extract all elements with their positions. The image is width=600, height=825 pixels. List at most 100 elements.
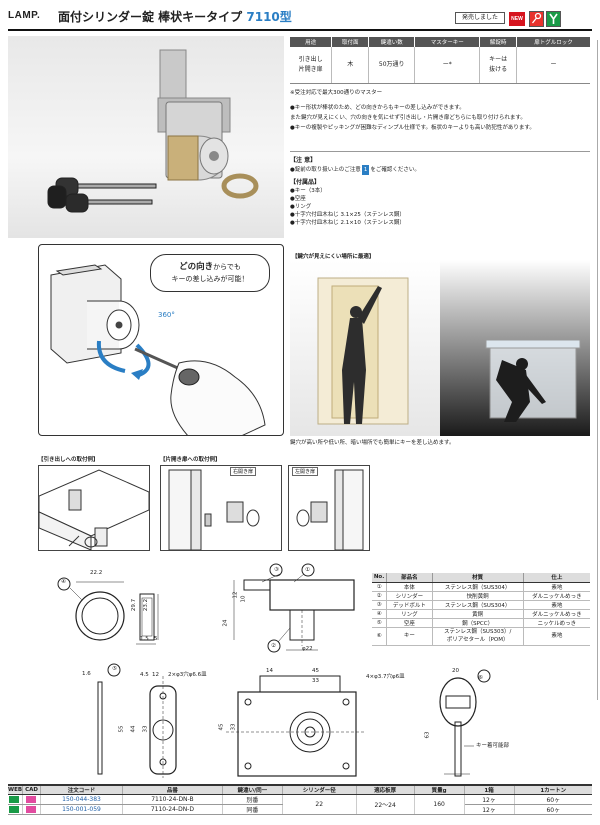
right-door-tag: 右開き扉 (230, 467, 257, 476)
hard-to-see-label: 【鍵穴が見えにくい場所に最適】 (290, 252, 377, 260)
new-badge: NEW (509, 12, 525, 26)
dim-ring-inner: 23.2 (143, 598, 150, 612)
parts-table: No. 部品名 材質 仕上 ① 本体 ステンレス鋼（SUS304） 素地 ② シ… (372, 573, 590, 646)
hard-to-see-caption: 鍵穴が高い所や低い所、暗い場所でも簡単にキーを差し込めます。 (290, 440, 455, 446)
lower-drawings (70, 662, 580, 780)
y-mark-icon (546, 11, 561, 27)
release-status-button[interactable]: 発売しました (455, 12, 505, 24)
callout-4: ④ (61, 579, 66, 585)
parts-header: 部品名 (386, 573, 433, 583)
callout-5: ⑤ (112, 666, 117, 672)
order-header: 適応板厚 (356, 784, 415, 795)
dim-rosette-a: 4.5 (140, 672, 149, 678)
accessory-item: ●十字穴付皿木ねじ 2.1×10（ステンレス鋼） (290, 220, 405, 226)
bubble-bold: どの向き (179, 262, 214, 272)
cad-icon (25, 796, 36, 803)
order-header: 1カートン (514, 784, 592, 795)
brand-logo: LAMP. (8, 10, 41, 21)
parts-cell: ステンレス鋼（SUS304） (432, 582, 524, 592)
title-model: 7110型 (246, 10, 292, 24)
page-title: 面付シリンダー錠 棒状キータイプ 7110型 (58, 8, 292, 25)
parts-header: 仕上 (523, 573, 590, 583)
drawer-install-figure (38, 465, 150, 551)
order-header: 質量g (414, 784, 465, 795)
parts-header: No. (372, 573, 388, 583)
cylinder-dia: 22 (282, 794, 357, 815)
spec-header: 用途 (290, 37, 333, 47)
parts-cell: ダルニッケルめっき (523, 609, 590, 619)
spec-cell: 50万通り (368, 47, 416, 84)
key-type: 別番 (222, 794, 283, 805)
feature-line: また鍵穴が見えにくい、穴の向きを気にせず引き出し・片開き扉どちらにも取り付けられ… (290, 115, 526, 121)
part-number: 7110-24-DN-B (122, 794, 223, 805)
accessory-item: ●キー（3本） (290, 188, 326, 194)
order-header: 注文コード (40, 784, 123, 795)
parts-cell: ⑤ (372, 618, 388, 628)
web-link[interactable] (8, 794, 24, 805)
parts-cell: ③ (372, 600, 388, 610)
caution-text-post: をご確認ください。 (370, 167, 420, 173)
thickness: 22～24 (356, 794, 415, 815)
spec-header: マスターキー (414, 37, 481, 47)
box-qty: 12ヶ (464, 794, 515, 805)
dim-key-width: 20 (452, 668, 459, 674)
title-main: 面付シリンダー錠 棒状キータイプ (58, 10, 243, 24)
dim-plate-h2: 33 (230, 723, 237, 731)
web-link[interactable] (8, 804, 24, 815)
order-header: 品番 (122, 784, 223, 795)
web-icon (9, 796, 20, 803)
spec-cell: ー (516, 47, 590, 84)
spec-cell: キーは 抜ける (479, 47, 517, 84)
parts-cell: 快削黄銅 (432, 591, 524, 601)
bubble-rest: からでも (213, 263, 241, 271)
carton-qty: 60ヶ (514, 804, 592, 815)
parts-cell: 素地 (523, 600, 590, 610)
accessories-heading: 【付属品】 (290, 179, 321, 186)
dim-key-length: 63 (424, 731, 431, 739)
order-header: WEB (8, 784, 24, 795)
parts-cell: ① (372, 582, 388, 592)
table-row[interactable]: 150-044-383 7110-24-DN-B 別番 22 22～24 160… (8, 794, 592, 815)
cad-link[interactable] (22, 804, 42, 815)
parts-cell: 空座 (386, 618, 433, 628)
order-header: シリンダー径 (282, 784, 357, 795)
parts-cell: ニッケルめっき (523, 618, 590, 628)
table-row: ③ デッドボルト ステンレス鋼（SUS304） 素地 (372, 600, 590, 610)
dim-body-c: 24 (222, 619, 229, 627)
caution-text-pre: ●錠前の取り扱い上のご注意 (290, 167, 361, 173)
order-code[interactable]: 150-044-383 (40, 794, 123, 805)
parts-cell: キー (386, 627, 433, 646)
dim-ring-thick: 1.5 (140, 636, 149, 642)
spec-cell: ー* (414, 47, 481, 84)
key-type: 同番 (222, 804, 283, 815)
table-row: ⑥ キー ステンレス鋼（SUS303）/ ポリアセタール（POM） 素地 (372, 627, 590, 646)
header-rule (8, 29, 592, 31)
dim-rosette-h3: 33 (142, 725, 149, 733)
dim-plate-a: 14 (266, 668, 273, 674)
order-header: 1箱 (464, 784, 515, 795)
caution-number-icon: 1 (361, 165, 370, 175)
left-door-install-figure (288, 465, 370, 551)
mass: 160 (414, 794, 465, 815)
parts-cell: デッドボルト (386, 600, 433, 610)
feature-line: ●キー形状が棒状のため、どの向きからもキーの差し込みができます。 (290, 105, 465, 111)
spec-header: 扉トグルロック (516, 37, 590, 47)
product-photo (8, 36, 284, 238)
parts-cell: 素地 (523, 582, 590, 592)
parts-cell: リング (386, 609, 433, 619)
callout-1: ① (305, 567, 310, 573)
table-row[interactable]: 150-001-059 7110-24-DN-D 同番 12ヶ 60ヶ (8, 804, 592, 815)
cad-link[interactable] (22, 794, 42, 805)
table-row: ④ リング 黄銅 ダルニッケルめっき (372, 609, 590, 619)
table-row: ⑤ 空座 鋼（SPCC） ニッケルめっき (372, 618, 590, 628)
parts-cell: ダルニッケルめっき (523, 591, 590, 601)
dim-rosette-h1: 55 (118, 725, 125, 733)
part-number: 7110-24-DN-D (122, 804, 223, 815)
dim-ring-outer: 22.2 (90, 570, 103, 576)
dim-body-b: 10 (240, 595, 247, 603)
spec-note: ※受注対応で最大300通りのマスター (290, 90, 383, 96)
dim-rosette-thick: 1.6 (82, 671, 91, 677)
dim-plate-c: 33 (312, 678, 319, 684)
section-divider (290, 151, 590, 152)
order-code[interactable]: 150-001-059 (40, 804, 123, 815)
